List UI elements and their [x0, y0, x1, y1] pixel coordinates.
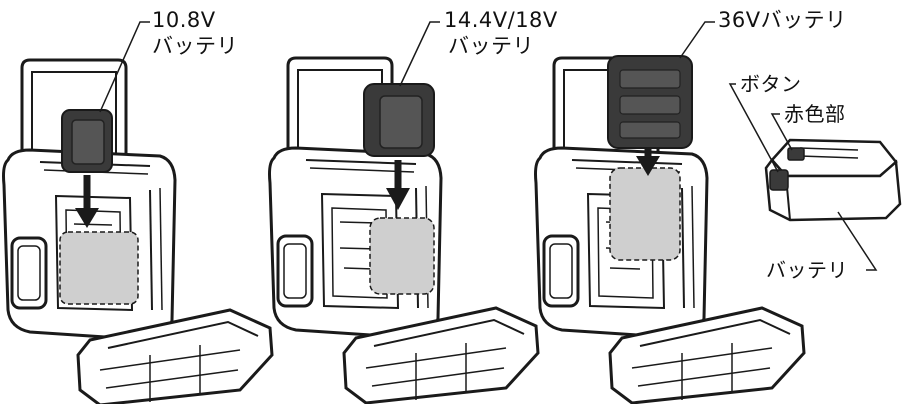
release-button	[769, 169, 789, 191]
battery-slot-middle	[369, 217, 435, 295]
label-36v-battery: 36Vバッテリ	[718, 8, 847, 32]
leader-line-red-part	[770, 113, 793, 151]
battery-detail	[764, 138, 902, 222]
battery-14-4v-18v	[363, 83, 435, 157]
battery-slot-right	[609, 167, 681, 261]
label-button: ボタン	[740, 72, 802, 96]
label-middle-voltage: 14.4V/18V	[444, 8, 558, 32]
red-indicator	[787, 147, 805, 161]
insert-arrow-middle	[386, 160, 410, 210]
label-middle-battery: バッテリ	[448, 34, 534, 58]
battery-10-8v	[61, 109, 113, 173]
insert-arrow-left	[75, 175, 99, 228]
leader-line-battery	[837, 211, 878, 271]
radio-panel-left	[2, 58, 274, 404]
battery-slot-left	[59, 231, 139, 305]
insert-arrow-right	[636, 148, 660, 176]
leader-line-right	[679, 21, 715, 59]
label-red-part: 赤色部	[784, 102, 846, 126]
leader-line-middle	[399, 21, 440, 87]
label-left-voltage: 10.8V	[152, 8, 216, 32]
label-left-battery: バッテリ	[152, 34, 238, 58]
leader-line-left	[99, 21, 150, 113]
battery-36v	[607, 55, 693, 149]
leader-line-button	[728, 83, 779, 173]
label-battery: バッテリ	[766, 258, 848, 282]
